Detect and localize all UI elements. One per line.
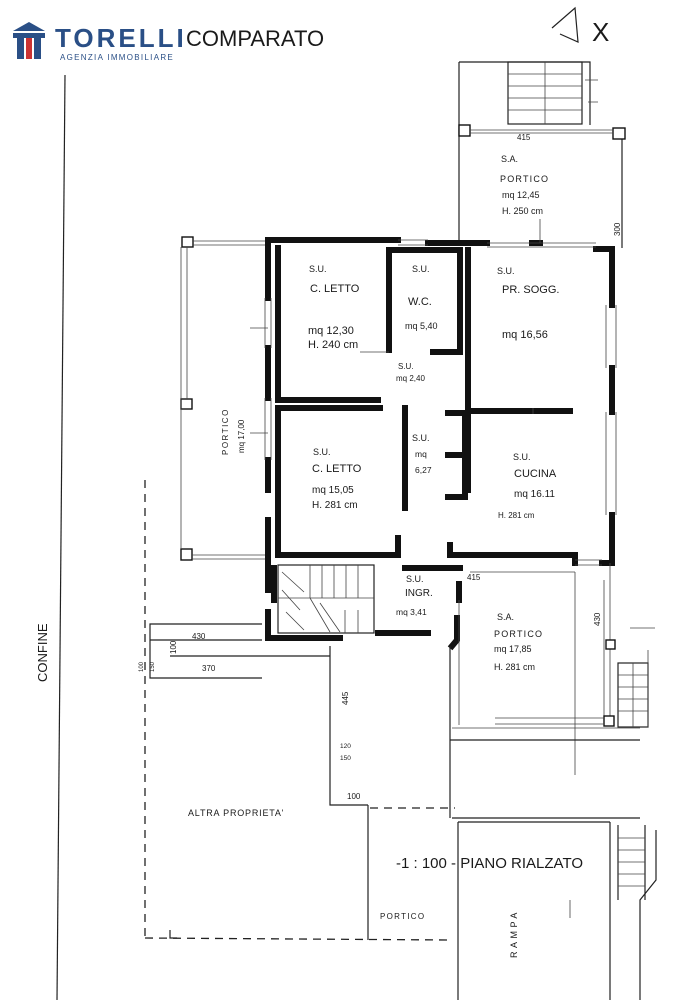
room-line: S.U. (412, 433, 430, 443)
dimension-label: 100 (139, 661, 145, 672)
right-portico-outline (452, 563, 655, 775)
dimension-label: 150 (150, 661, 156, 672)
compass: X (551, 6, 609, 47)
room-line: mq 15,05 (312, 485, 354, 496)
side-stair (617, 627, 655, 728)
room-line: PORTICO (494, 629, 543, 639)
exterior-walls (265, 237, 615, 651)
room-label-wc: S.U. W.C. mq 5,40 (405, 264, 438, 331)
room-label-entrance: S.U. INGR. mq 3,41 (396, 574, 433, 617)
room-line: PORTICO (500, 174, 549, 184)
room-line: PORTICO (221, 408, 230, 455)
logo-icon (13, 22, 45, 59)
room-line: S.A. (497, 612, 514, 622)
room-label-portico-left: PORTICO mq 17,00 (221, 408, 246, 455)
room-label-corridor: S.U. mq 6,27 (412, 433, 432, 475)
dimension-label: 445 (341, 691, 350, 705)
room-line: mq 3,41 (396, 607, 427, 617)
room-line: mq 12,30 (308, 325, 354, 337)
confine-label: CONFINE (35, 623, 50, 682)
top-portico-outline (458, 61, 626, 248)
room-line: CUCINA (514, 468, 557, 480)
scale-title: -1 : 100 - PIANO RIALZATO (396, 855, 583, 872)
room-line: mq 17,00 (237, 419, 246, 453)
room-line: mq 2,40 (396, 374, 425, 383)
boundary-line (56, 74, 66, 1001)
room-label-bedroom-2: S.U. C. LETTO mq 15,05 H. 281 cm (312, 447, 362, 511)
compass-mark-icon: X (592, 17, 609, 47)
dimension-label: 150 (340, 755, 351, 762)
room-label-portico-top: S.A. PORTICO mq 12,45 H. 250 cm (500, 154, 549, 216)
dimension-label: 415 (517, 133, 531, 142)
room-line: mq 5,40 (405, 321, 438, 331)
dimension-label: 370 (202, 664, 216, 673)
room-line: 6,27 (415, 465, 432, 475)
brand-tagline: AGENZIA IMMOBILIARE (60, 53, 174, 62)
dimension-label: 430 (192, 632, 206, 641)
top-stair (507, 61, 598, 125)
dimension-label: 120 (340, 743, 351, 750)
room-label-kitchen: S.U. CUCINA mq 16.11 H. 281 cm (498, 452, 557, 520)
room-line: mq 16.11 (514, 489, 555, 500)
room-label-living: S.U. PR. SOGG. mq 16,56 (497, 266, 559, 341)
room-line: H. 281 cm (312, 500, 358, 511)
room-line: H. 281 cm (498, 511, 535, 520)
ramp-label: RAMPA (509, 909, 519, 958)
dimension-label: 100 (347, 792, 361, 801)
dimension-label: 415 (467, 573, 481, 582)
other-property-label: ALTRA PROPRIETA' (188, 808, 284, 818)
room-line: PR. SOGG. (502, 284, 559, 296)
room-line: S.U. (309, 264, 327, 274)
room-line: S.U. (497, 266, 515, 276)
inner-stair (277, 564, 375, 634)
brand-name: TORELLI (55, 23, 187, 53)
room-line: INGR. (405, 588, 433, 599)
room-label-hall: S.U. mq 2,40 (396, 362, 425, 383)
left-portico-outline (180, 236, 265, 561)
room-label-bedroom-1: S.U. C. LETTO mq 12,30 H. 240 cm (308, 264, 360, 351)
dimension-labels: 415 300 415 430 430 370 100 150 100 445 … (139, 133, 622, 801)
room-line: H. 240 cm (308, 339, 358, 351)
room-line: W.C. (408, 296, 432, 308)
dimension-label: 430 (593, 612, 602, 626)
room-line: S.U. (513, 452, 531, 462)
room-line: H. 250 cm (502, 206, 543, 216)
room-line: S.U. (412, 264, 430, 274)
room-label-portico-right: S.A. PORTICO mq 17,85 H. 281 cm (494, 612, 543, 672)
room-line: S.U. (406, 574, 424, 584)
room-line: H. 281 cm (494, 662, 535, 672)
room-line: mq (415, 449, 427, 459)
interior-walls (271, 245, 573, 603)
room-line: mq 17,85 (494, 644, 532, 654)
dimension-label: 100 (169, 640, 178, 654)
room-line: S.A. (501, 154, 518, 164)
room-line: mq 12,45 (502, 190, 540, 200)
room-line: S.U. (398, 362, 414, 371)
room-line: mq 16,56 (502, 329, 548, 341)
status-label: COMPARATO (186, 26, 324, 51)
room-line: S.U. (313, 447, 331, 457)
openings (250, 219, 617, 566)
logo: TORELLI AGENZIA IMMOBILIARE (13, 22, 187, 62)
room-line: C. LETTO (312, 463, 362, 475)
bottom-portico-label: PORTICO (380, 912, 425, 921)
lower-outlines (144, 480, 657, 1000)
dimension-label: 300 (613, 222, 622, 236)
room-line: C. LETTO (310, 283, 360, 295)
